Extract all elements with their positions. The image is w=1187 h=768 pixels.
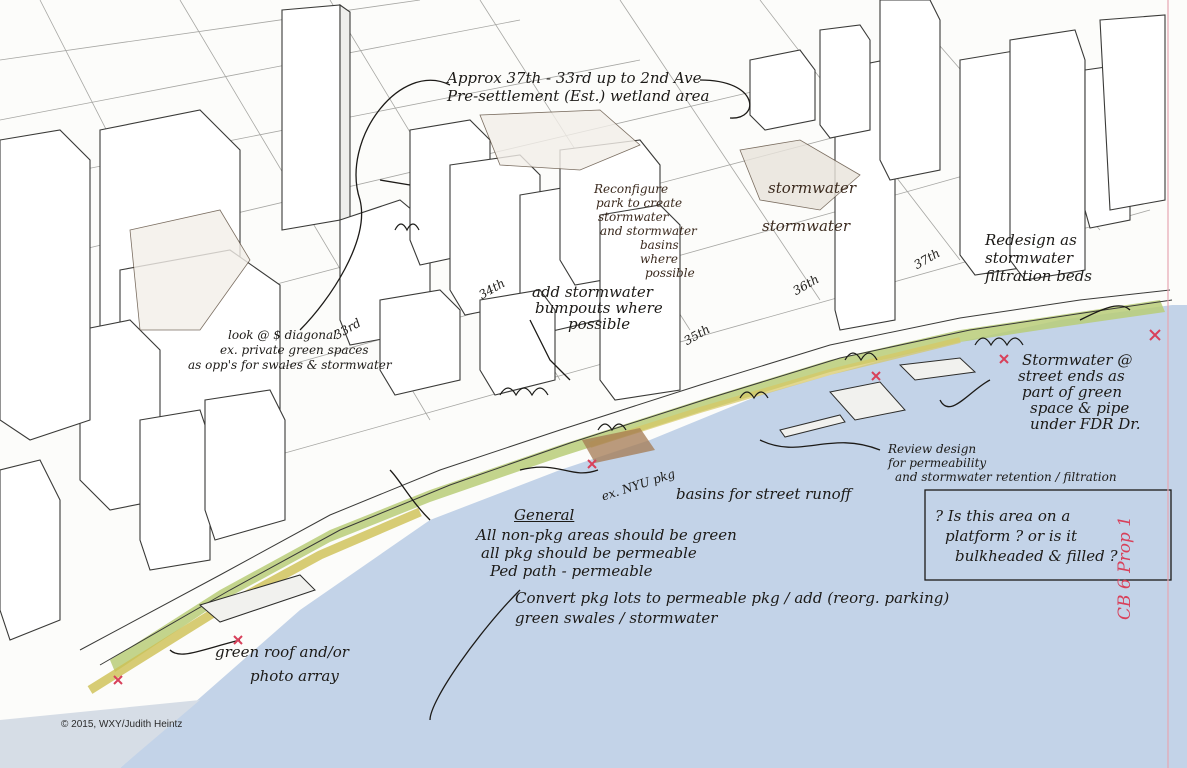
review-note-3: and stormwater retention / filtration <box>895 470 1117 484</box>
reconfigure-note-2: park to create <box>596 196 683 210</box>
look-note-1: look @ $ diagonal <box>228 328 337 342</box>
copyright-credit: © 2015, WXY/Judith Heintz <box>61 719 183 730</box>
fdr-drive <box>79 289 1173 666</box>
general-note-1: All non-pkg areas should be green <box>476 526 737 544</box>
general-title: General <box>514 506 575 524</box>
add-stormwater-note-1: add stormwater <box>532 283 653 301</box>
green-roof-note-1: green roof and/or <box>215 643 349 661</box>
redesign-note-3: filtration beds <box>985 267 1093 285</box>
basin-patch <box>582 428 655 463</box>
reconfigure-note-4: and stormwater <box>600 224 697 238</box>
piers <box>198 357 977 623</box>
basins-note: basins for street runoff <box>676 485 852 503</box>
platform-note-3: bulkheaded & filled ? <box>955 547 1118 565</box>
east-river <box>120 305 1187 768</box>
redesign-note-1: Redesign as <box>985 231 1077 249</box>
stormwater-note-a: stormwater <box>768 179 857 197</box>
annotation-strokes <box>169 79 1172 721</box>
wetland-note-line-1: Approx 37th - 33rd up to 2nd Ave <box>447 69 702 87</box>
hatched-areas <box>129 109 861 331</box>
street-end-note-4: space & pipe <box>1030 399 1130 417</box>
general-note-5: green swales / stormwater <box>515 609 718 627</box>
add-stormwater-note-3: possible <box>568 315 631 333</box>
red-markers <box>113 329 1161 685</box>
tree-scribbles <box>394 223 1024 432</box>
review-note-1: Review design <box>888 442 977 456</box>
review-note-2: for permeability <box>888 456 987 470</box>
look-note-2: ex. private green spaces <box>220 343 369 357</box>
reconfigure-note-7: possible <box>645 266 695 280</box>
add-stormwater-note-2: bumpouts where <box>535 299 663 317</box>
cb6-side-label: CB 6 Prop 1 <box>1115 515 1135 620</box>
street-end-note-1: Stormwater @ <box>1022 351 1133 369</box>
street-end-note-3: part of green <box>1022 383 1123 401</box>
green-roof-note-2: photo array <box>250 667 339 685</box>
reconfigure-note-6: where <box>640 252 678 266</box>
street-end-note-2: street ends as <box>1018 367 1125 385</box>
platform-note-2: platform ? or is it <box>945 527 1077 545</box>
general-note-3: Ped path - permeable <box>490 562 653 580</box>
wetland-note-line-2: Pre-settlement (Est.) wetland area <box>447 87 710 105</box>
reconfigure-note-1: Reconfigure <box>594 182 669 196</box>
general-note-4: Convert pkg lots to permeable pkg / add … <box>515 589 950 607</box>
redesign-note-2: stormwater <box>985 249 1074 267</box>
reconfigure-note-3: stormwater <box>598 210 669 224</box>
buildings <box>0 0 1166 641</box>
look-note-3: as opp's for swales & stormwater <box>188 358 392 372</box>
street-end-note-5: under FDR Dr. <box>1030 415 1141 433</box>
general-note-2: all pkg should be permeable <box>481 544 697 562</box>
reconfigure-note-5: basins <box>640 238 679 252</box>
stormwater-note-b: stormwater <box>762 217 851 235</box>
platform-note-1: ? Is this area on a <box>935 507 1071 525</box>
